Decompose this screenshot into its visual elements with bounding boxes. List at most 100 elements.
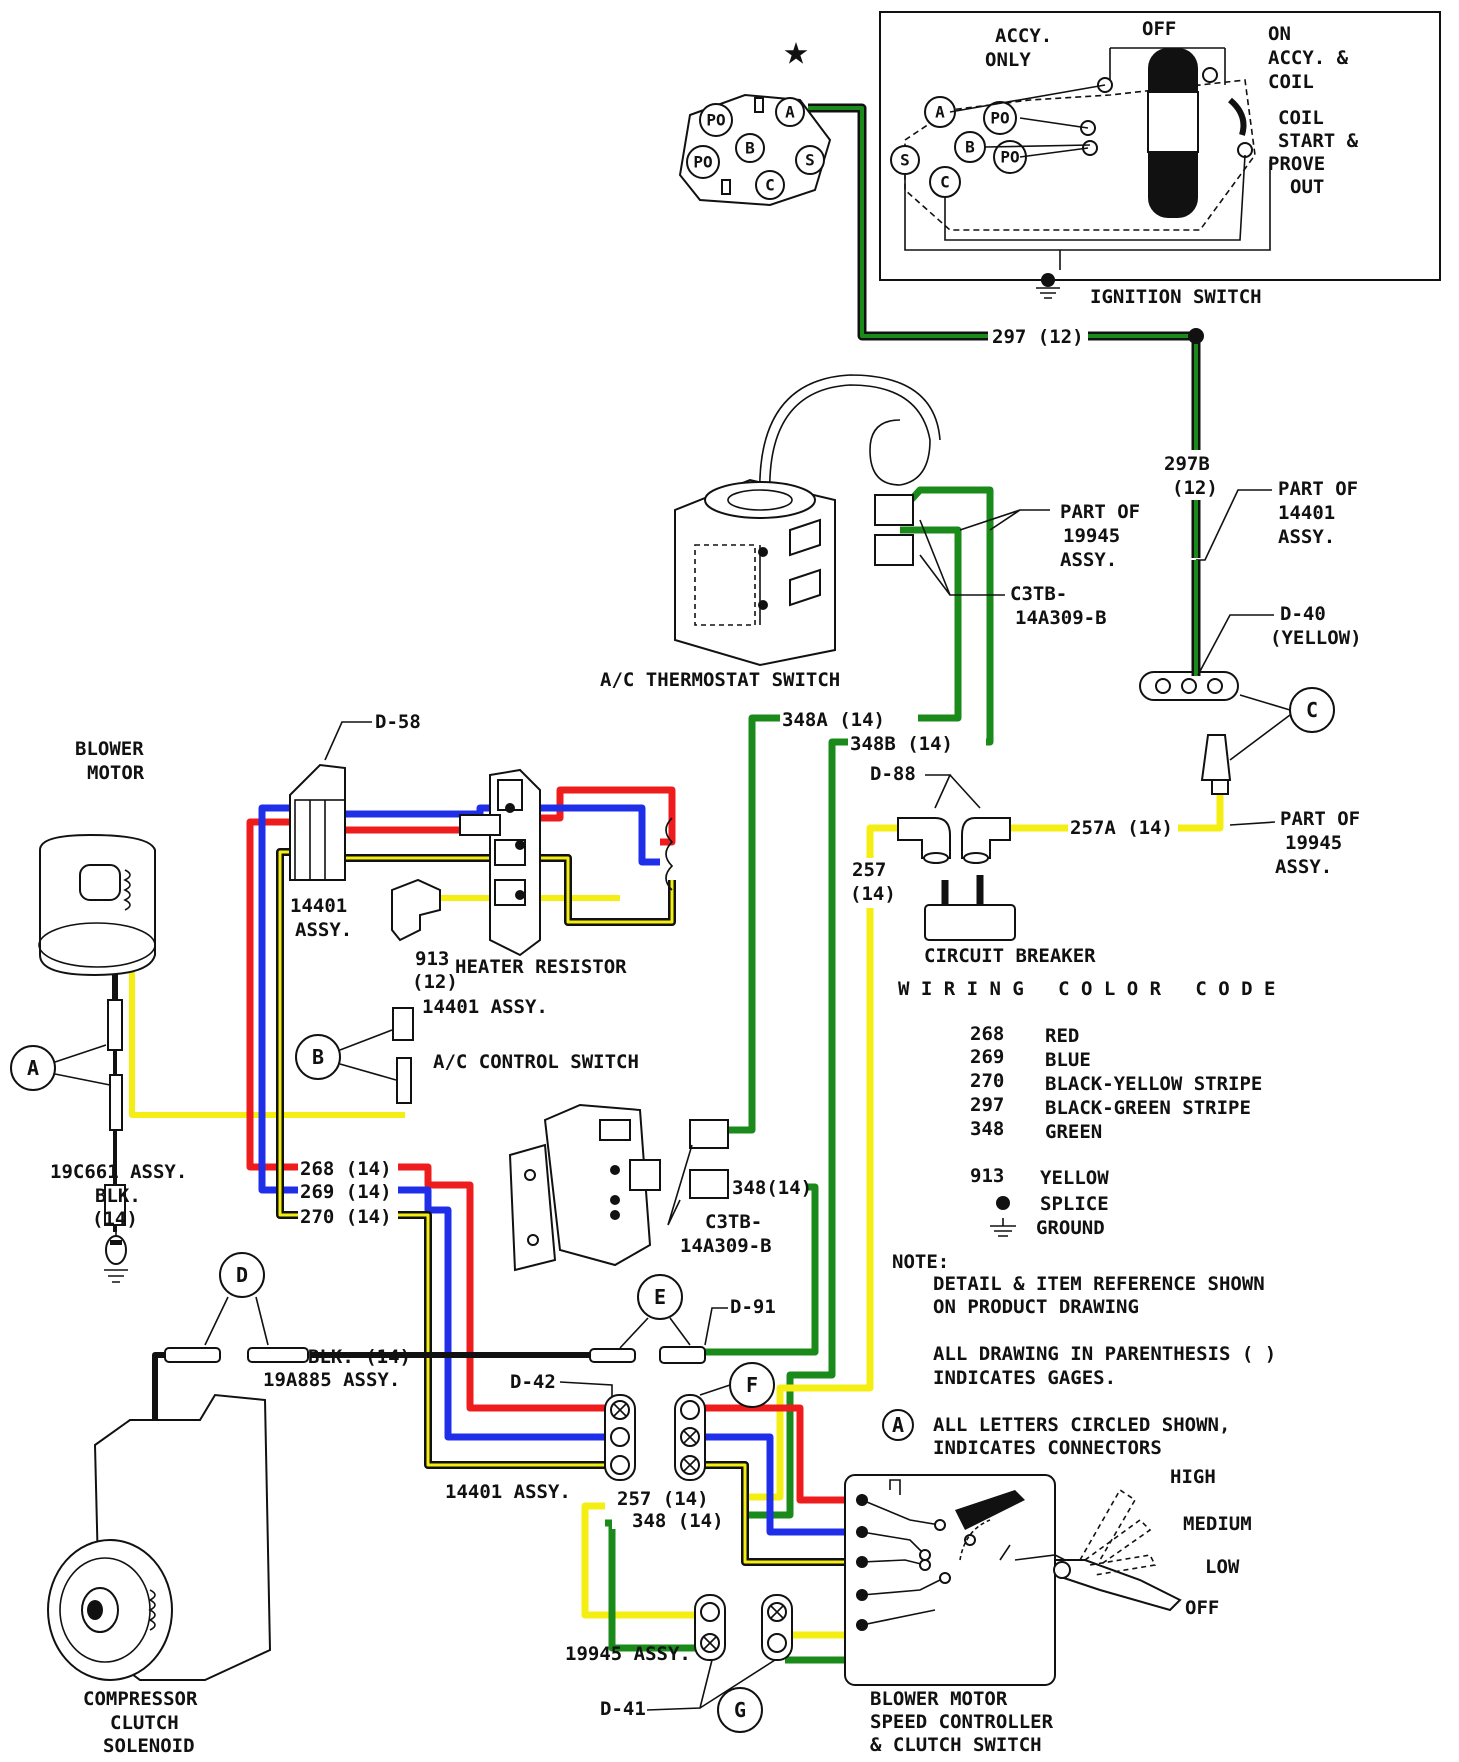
blower-controller: HIGH MEDIUM LOW OFF BLOWER MOTOR SPEED C… bbox=[844, 1466, 1252, 1756]
conn-term-b: B bbox=[745, 139, 755, 158]
part-19945-top-2: 19945 bbox=[1063, 525, 1120, 547]
part-19945-right-2: 19945 bbox=[1285, 832, 1342, 854]
ignition-connector: PO A PO B S C ★ bbox=[678, 25, 832, 207]
legend-name-270: BLACK-YELLOW STRIPE bbox=[1045, 1073, 1262, 1095]
ign-on-3: COIL bbox=[1268, 71, 1314, 93]
d42-terminal-block bbox=[604, 1394, 636, 1481]
connector-a-label: A bbox=[27, 1056, 39, 1080]
note1-line1: DETAIL & ITEM REFERENCE SHOWN bbox=[933, 1273, 1265, 1295]
wire-label-257: 257 bbox=[852, 859, 886, 881]
ac-control-switch bbox=[508, 1103, 729, 1272]
ign-coil-2: START & bbox=[1278, 130, 1359, 152]
wire-label-297b-gauge: (12) bbox=[1172, 477, 1218, 499]
wire-348b bbox=[742, 486, 994, 1519]
ac-thermostat-switch: A/C THERMOSTAT SWITCH bbox=[600, 374, 941, 691]
wire-label-blk14: BLK. (14) bbox=[308, 1346, 411, 1368]
high-label: HIGH bbox=[1170, 1466, 1216, 1488]
legend-name-269: BLUE bbox=[1045, 1049, 1091, 1071]
compressor-label-1: COMPRESSOR bbox=[83, 1688, 198, 1710]
note3-line1: ALL LETTERS CIRCLED SHOWN, bbox=[933, 1414, 1230, 1436]
part-19945-right-3: ASSY. bbox=[1275, 856, 1332, 878]
conn-term-po2: PO bbox=[693, 153, 712, 172]
compressor-label-2: CLUTCH bbox=[110, 1712, 179, 1734]
legend-splice-label: SPLICE bbox=[1040, 1193, 1109, 1215]
legend-ground-label: GROUND bbox=[1036, 1217, 1105, 1239]
ac-thermostat-label: A/C THERMOSTAT SWITCH bbox=[600, 669, 840, 691]
ign-off-label: OFF bbox=[1142, 18, 1176, 40]
connector-b-label: B bbox=[312, 1045, 324, 1069]
star-icon: ★ bbox=[783, 25, 808, 74]
legend-code-348: 348 bbox=[970, 1118, 1004, 1140]
splice-dot-icon bbox=[1188, 328, 1204, 344]
c3tb-mid-2: 14A309-B bbox=[680, 1235, 772, 1257]
connector-f-group: F bbox=[699, 1362, 775, 1408]
legend-code-269: 269 bbox=[970, 1046, 1004, 1068]
d42-label: D-42 bbox=[510, 1371, 556, 1393]
part-14401-1: PART OF bbox=[1278, 478, 1358, 500]
f-terminal-block bbox=[674, 1394, 706, 1481]
d40-label-1: D-40 bbox=[1280, 603, 1326, 625]
d41-right-terminal bbox=[761, 1594, 793, 1661]
legend-code-268: 268 bbox=[970, 1023, 1004, 1045]
ign-accy-only-1: ACCY. bbox=[995, 25, 1052, 47]
note1-line2: ON PRODUCT DRAWING bbox=[933, 1296, 1139, 1318]
conn-term-a: A bbox=[785, 103, 795, 122]
controller-label-2: SPEED CONTROLLER bbox=[870, 1711, 1054, 1733]
wire-label-blk-gauge: (14) bbox=[92, 1208, 138, 1230]
d91-label: D-91 bbox=[730, 1296, 776, 1318]
ign-coil-1: COIL bbox=[1278, 107, 1324, 129]
part-14401-3: ASSY. bbox=[1278, 526, 1335, 548]
wire-label-348b: 348B (14) bbox=[850, 733, 953, 755]
blower-leads bbox=[104, 1140, 126, 1232]
part-19945-top-1: PART OF bbox=[1060, 501, 1140, 523]
legend-title: W I R I N G C O L O R C O D E bbox=[898, 978, 1276, 1000]
legend-code-297: 297 bbox=[970, 1094, 1004, 1116]
d58-label: D-58 bbox=[375, 711, 421, 733]
d88-label: D-88 bbox=[870, 763, 916, 785]
wire-label-269: 269 (14) bbox=[300, 1181, 392, 1203]
ign-term-c: C bbox=[940, 173, 950, 192]
part-19945-right-1: PART OF bbox=[1280, 808, 1360, 830]
legend-name-297: BLACK-GREEN STRIPE bbox=[1045, 1097, 1251, 1119]
wire-label-268: 268 (14) bbox=[300, 1158, 392, 1180]
plug-913: 913 (12) 14401 ASSY. bbox=[391, 878, 548, 1104]
connector-c-label: C bbox=[1306, 698, 1318, 722]
c3tb-mid-1: C3TB- bbox=[705, 1211, 762, 1233]
blower-motor-label-1: BLOWER bbox=[75, 738, 144, 760]
off-label: OFF bbox=[1185, 1597, 1219, 1619]
heater-resistor-label: HEATER RESISTOR bbox=[455, 956, 627, 978]
conn-term-po1: PO bbox=[706, 111, 725, 130]
connector-e-label: E bbox=[654, 1285, 666, 1309]
conn-term-c: C bbox=[765, 176, 775, 195]
connector-d-label: D bbox=[236, 1263, 248, 1287]
controller-label-3: & CLUTCH SWITCH bbox=[870, 1734, 1042, 1756]
d41-label: D-41 bbox=[600, 1698, 646, 1720]
wire-label-348-bottom: 348 (14) bbox=[632, 1510, 724, 1532]
assy-14401-mid-label: 14401 ASSY. bbox=[422, 996, 548, 1018]
note2-line1: ALL DRAWING IN PARENTHESIS ( ) bbox=[933, 1343, 1276, 1365]
legend-name-913: YELLOW bbox=[1040, 1167, 1109, 1189]
legend-code-913: 913 bbox=[970, 1165, 1004, 1187]
wire-label-270: 270 (14) bbox=[300, 1206, 392, 1228]
ign-on-2: ACCY. & bbox=[1268, 47, 1349, 69]
d40-connector: D-40 (YELLOW) bbox=[1139, 560, 1362, 701]
medium-label: MEDIUM bbox=[1183, 1513, 1252, 1535]
connector-e-group: E bbox=[589, 1274, 706, 1364]
wire-label-348a: 348A (14) bbox=[782, 709, 885, 731]
ac-control-switch-label: A/C CONTROL SWITCH bbox=[433, 1051, 639, 1073]
compressor-label-3: SOLENOID bbox=[103, 1735, 195, 1757]
connector-g-group: G bbox=[717, 1687, 763, 1733]
wire-label-257-bottom: 257 (14) bbox=[617, 1488, 709, 1510]
ignition-switch-label: IGNITION SWITCH bbox=[1090, 286, 1262, 308]
connector-b-group: B bbox=[295, 1029, 397, 1081]
ign-term-b: B bbox=[965, 138, 975, 157]
assy-19945-bottom-label: 19945 ASSY. bbox=[565, 1643, 691, 1665]
ign-term-s: S bbox=[900, 151, 910, 170]
assy-19a885-label: 19A885 ASSY. bbox=[263, 1369, 400, 1391]
connector-d-group: D bbox=[164, 1252, 309, 1363]
legend-name-348: GREEN bbox=[1045, 1121, 1102, 1143]
ign-term-po1: PO bbox=[990, 109, 1009, 128]
conn-term-s: S bbox=[805, 151, 815, 170]
wire-label-297: 297 (12) bbox=[992, 326, 1084, 348]
